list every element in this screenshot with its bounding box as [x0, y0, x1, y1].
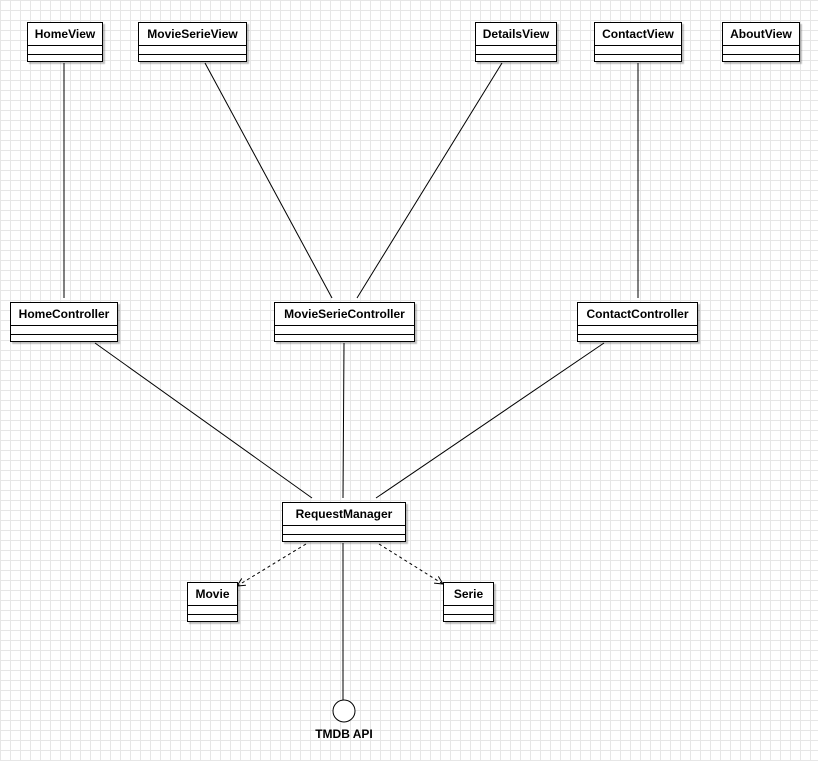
class-attributes: [283, 526, 405, 535]
class-name: DetailsView: [476, 23, 556, 46]
class-attributes: [595, 46, 681, 55]
class-operations: [595, 55, 681, 63]
link-movieseriecontroller-requestmanager: [342, 342, 345, 499]
class-operations: [723, 55, 799, 63]
class-operations: [188, 615, 237, 623]
class-name: MovieSerieController: [275, 303, 414, 326]
class-request-manager[interactable]: RequestManager: [282, 502, 406, 542]
class-attributes: [275, 326, 414, 335]
class-name: HomeController: [11, 303, 117, 326]
class-attributes: [139, 46, 246, 55]
class-serie[interactable]: Serie: [443, 582, 494, 622]
class-movie-serie-controller[interactable]: MovieSerieController: [274, 302, 415, 342]
class-attributes: [188, 606, 237, 615]
class-operations: [283, 535, 405, 543]
class-home-view[interactable]: HomeView: [27, 22, 103, 62]
class-operations: [139, 55, 246, 63]
class-operations: [578, 335, 697, 343]
class-attributes: [723, 46, 799, 55]
class-attributes: [11, 326, 117, 335]
class-name: MovieSerieView: [139, 23, 246, 46]
class-attributes: [578, 326, 697, 335]
class-operations: [444, 615, 493, 623]
class-details-view[interactable]: DetailsView: [475, 22, 557, 62]
link-detailsview-movieseriecontroller: [356, 62, 503, 299]
class-operations: [275, 335, 414, 343]
link-homecontroller-requestmanager: [94, 342, 313, 499]
class-attributes: [476, 46, 556, 55]
class-name: ContactView: [595, 23, 681, 46]
dependency-requestmanager-serie: [378, 543, 443, 584]
class-name: Movie: [188, 583, 237, 606]
class-name: Serie: [444, 583, 493, 606]
class-operations: [11, 335, 117, 343]
class-operations: [28, 55, 102, 63]
class-attributes: [28, 46, 102, 55]
class-name: AboutView: [723, 23, 799, 46]
class-contact-view[interactable]: ContactView: [594, 22, 682, 62]
class-operations: [476, 55, 556, 63]
tmdb-api-interface-circle: [332, 699, 356, 723]
link-movieserieview-movieseriecontroller: [204, 62, 333, 299]
class-about-view[interactable]: AboutView: [722, 22, 800, 62]
class-contact-controller[interactable]: ContactController: [577, 302, 698, 342]
class-movie-serie-view[interactable]: MovieSerieView: [138, 22, 247, 62]
class-attributes: [444, 606, 493, 615]
class-movie[interactable]: Movie: [187, 582, 238, 622]
dependency-requestmanager-movie: [237, 543, 307, 586]
class-name: RequestManager: [283, 503, 405, 526]
link-contactcontroller-requestmanager: [375, 342, 605, 499]
class-home-controller[interactable]: HomeController: [10, 302, 118, 342]
tmdb-api-label: TMDB API: [315, 727, 373, 741]
class-name: ContactController: [578, 303, 697, 326]
class-name: HomeView: [28, 23, 102, 46]
